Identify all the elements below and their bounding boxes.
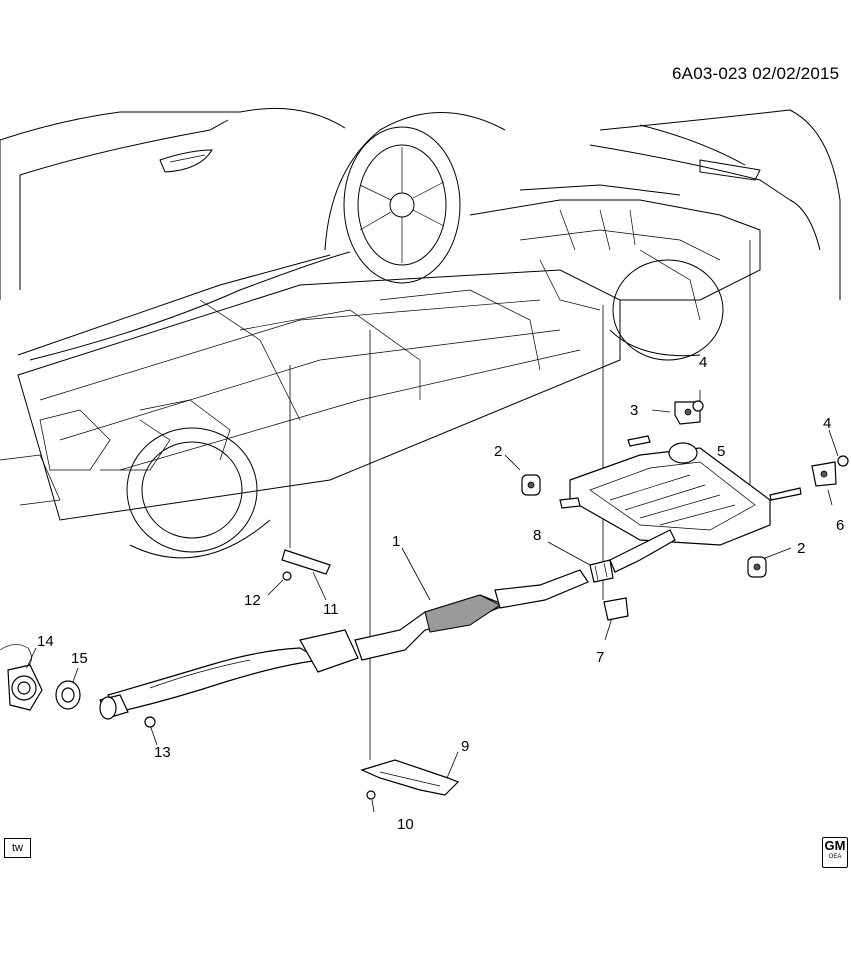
callout-6: 6: [836, 517, 845, 534]
callout-13: 13: [154, 744, 171, 761]
callout-9: 9: [461, 738, 470, 755]
exhaust-pipe-assembly: [99, 569, 589, 720]
vehicle-body: [0, 107, 841, 559]
callout-14: 14: [37, 633, 54, 650]
callout-2-left: 2: [494, 443, 503, 460]
gm-logo-subtext: OEA: [828, 854, 842, 860]
gm-logo-text: GM: [824, 838, 846, 853]
callout-8: 8: [533, 527, 542, 544]
callout-2-right: 2: [797, 540, 806, 557]
callout-3: 3: [630, 402, 639, 419]
muffler-assembly: [559, 435, 802, 573]
small-parts: [0, 400, 849, 800]
callout-5: 5: [717, 443, 726, 460]
callout-15: 15: [71, 650, 88, 667]
callout-4-right: 4: [823, 415, 832, 432]
gm-logo-icon: GM OEA: [822, 837, 848, 868]
tw-badge: tw: [4, 838, 31, 858]
callout-1: 1: [392, 533, 401, 550]
diagram-id: 6A03-023 02/02/2015: [672, 64, 840, 83]
callout-4-upper: 4: [699, 354, 708, 371]
leader-lines: [27, 240, 839, 813]
callout-10: 10: [397, 816, 414, 833]
callout-12: 12: [244, 592, 261, 609]
callout-11: 11: [323, 601, 339, 618]
callout-7: 7: [596, 649, 605, 666]
